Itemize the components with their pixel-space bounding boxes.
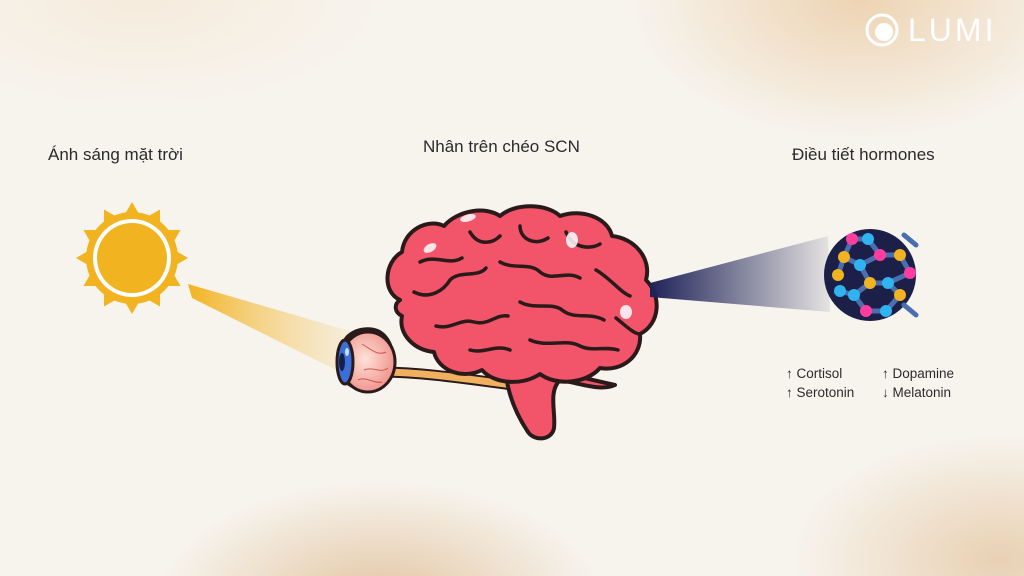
brand-logo: LUMI xyxy=(864,10,996,50)
hormone-item-dopamine: ↑ Dopamine xyxy=(882,366,955,381)
sunlight-beam xyxy=(188,284,360,378)
hormone-item-serotonin: ↑ Serotonin xyxy=(786,385,855,400)
brain-icon xyxy=(385,204,659,384)
sun-icon xyxy=(76,202,188,314)
molecule-icon xyxy=(824,229,919,321)
lumi-logo-icon xyxy=(865,13,899,47)
hormone-item-cortisol: ↑ Cortisol xyxy=(786,366,843,381)
hormone-regulation-label: Điều tiết hormones xyxy=(792,145,935,164)
scn-label: Nhân trên chéo SCN xyxy=(423,137,580,156)
hormone-list: ↑ Cortisol ↑ Dopamine ↑ Serotonin ↓ Mela… xyxy=(786,366,954,400)
eye-icon xyxy=(335,327,397,394)
sunlight-label: Ánh sáng mặt trời xyxy=(48,145,183,164)
brand-name: LUMI xyxy=(908,11,997,48)
hormone-item-melatonin: ↓ Melatonin xyxy=(882,385,952,400)
hormone-beam xyxy=(650,236,830,312)
